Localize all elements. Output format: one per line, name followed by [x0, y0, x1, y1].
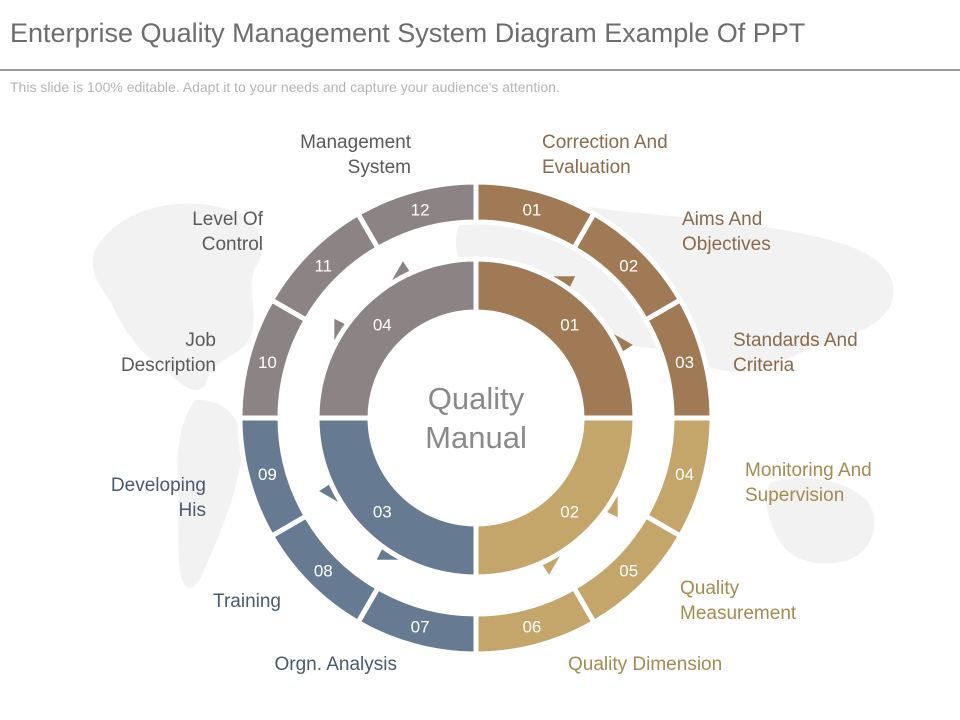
- center-title-line2: Manual: [425, 420, 527, 455]
- outer-segment-12: 12: [355, 179, 479, 251]
- center-disc: [372, 314, 580, 522]
- outer-segment-number: 05: [619, 562, 638, 581]
- segment-label-line: Evaluation: [542, 157, 631, 178]
- center-title-line1: Quality: [428, 381, 525, 416]
- segment-label-line: Orgn. Analysis: [274, 654, 398, 675]
- segment-label-line: Criteria: [733, 355, 795, 376]
- outer-segment-number: 02: [619, 256, 638, 275]
- segment-label-line: Standards And: [733, 330, 858, 351]
- segment-label-08: Training: [213, 589, 281, 614]
- outer-segment-shape: [355, 179, 479, 251]
- outer-segment-number: 09: [258, 465, 277, 484]
- segment-label-line: Description: [120, 355, 216, 376]
- outer-segment-number: 03: [675, 353, 694, 372]
- inner-quadrant-number: 02: [560, 503, 579, 522]
- segment-label-line: Objectives: [682, 234, 771, 255]
- outer-segment-09: 09: [237, 415, 309, 539]
- segment-label-line: Correction And: [542, 132, 668, 153]
- segment-label-line: Control: [201, 234, 263, 255]
- segment-label-line: Level Of: [192, 209, 263, 230]
- outer-segment-number: 07: [411, 618, 430, 637]
- inner-quadrant-number: 04: [373, 315, 392, 334]
- outer-segment-number: 01: [522, 200, 541, 219]
- outer-segment-number: 04: [675, 465, 694, 484]
- segment-label-line: Developing: [110, 475, 206, 496]
- outer-segment-number: 06: [522, 618, 541, 637]
- segment-label-line: Quality Dimension: [568, 654, 723, 675]
- outer-segment-04: 04: [643, 415, 715, 539]
- segment-label-line: Training: [213, 591, 281, 612]
- diagram-rings: 01 02 03 04 05 06 07 08 09 10 11 12 01 02 03 04: [237, 179, 715, 657]
- segment-label-line: Supervision: [745, 485, 845, 506]
- inner-quadrant-number: 03: [373, 503, 392, 522]
- outer-segment-06: 06: [473, 585, 597, 657]
- inner-quadrant-04: 04: [314, 256, 479, 421]
- segment-label-11: Level Of Control: [192, 207, 263, 257]
- inner-quadrant-number: 01: [560, 315, 579, 334]
- segment-label-line: Management: [300, 132, 411, 153]
- segment-label-line: Job: [185, 330, 216, 351]
- outer-segment-number: 12: [411, 200, 430, 219]
- segment-label-line: Aims And: [682, 209, 763, 230]
- segment-label-line: Quality: [680, 578, 740, 599]
- segment-label-07: Orgn. Analysis: [275, 652, 398, 677]
- outer-segment-07: 07: [355, 585, 479, 657]
- slide-subtitle: This slide is 100% editable. Adapt it to…: [10, 79, 560, 95]
- segment-label-line: Measurement: [680, 603, 797, 624]
- segment-label-line: His: [178, 500, 206, 521]
- segment-label-line: System: [347, 157, 411, 178]
- inner-quadrant-shape: [314, 256, 479, 421]
- outer-segment-number: 08: [314, 562, 333, 581]
- outer-segment-number: 10: [258, 353, 277, 372]
- slide-title: Enterprise Quality Management System Dia…: [10, 18, 806, 48]
- segment-label-06: Quality Dimension: [568, 652, 722, 677]
- title-divider: [0, 69, 960, 71]
- segment-label-line: Monitoring And: [745, 460, 872, 481]
- outer-segment-number: 11: [314, 256, 332, 275]
